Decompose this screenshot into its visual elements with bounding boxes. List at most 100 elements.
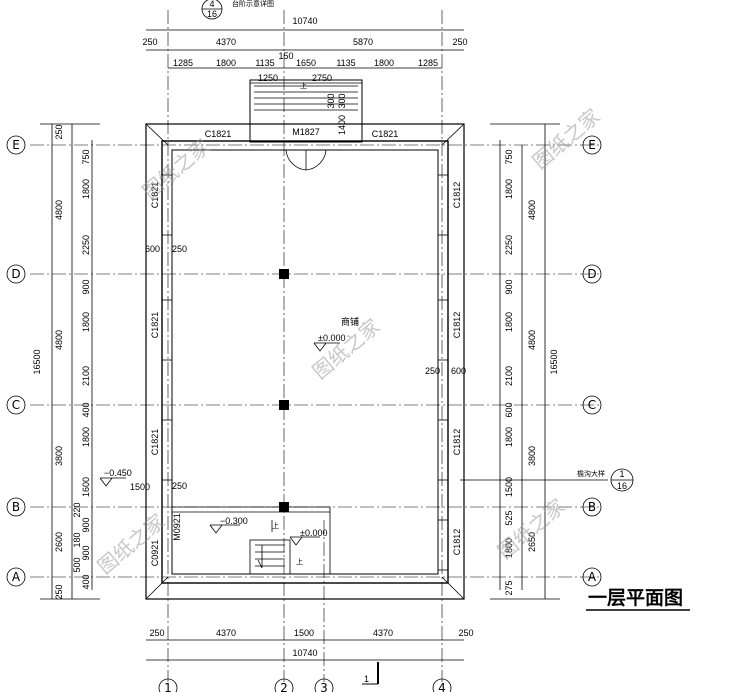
window-left-1: C1821 (150, 182, 160, 209)
drawing-title: 一层平面图 (588, 587, 683, 609)
dim-250a: 250 (172, 244, 187, 254)
dim-left-in-6: 400 (81, 402, 91, 417)
dim-left-mid-1: 4800 (54, 200, 64, 220)
dim-right-in-1: 1800 (504, 179, 514, 199)
door-m1827: M1827 (292, 127, 320, 137)
stair-room (172, 506, 331, 575)
dim-right-in-6: 600 (504, 402, 514, 417)
dim-right-in-11: 275 (504, 580, 514, 595)
window-right-3: C1812 (452, 429, 462, 456)
stair-up-label-2: 上 (296, 557, 303, 566)
axis-label-1: 1 (164, 681, 172, 692)
detail-ref-top (201, 0, 223, 20)
window-c1821-top-left: C1821 (205, 129, 232, 139)
section-mark (362, 662, 379, 685)
main-door (285, 149, 327, 171)
dim-right-in-4: 1800 (504, 312, 514, 332)
left-dimension-lines (40, 123, 100, 600)
dim-bot-3: 4370 (373, 628, 393, 638)
detail-top-num: 4 (209, 0, 214, 9)
dim-left-in-3: 900 (81, 279, 91, 294)
detail-top-tag: 台阶示意详图 (232, 0, 274, 8)
dim-left-in-8: 1600 (81, 477, 91, 497)
dim-top-r1-1: 4370 (216, 37, 236, 47)
dim-top-r3-2: 2750 (312, 73, 332, 83)
dim-left-in-9: 220 (72, 502, 82, 517)
axis-label-e-right: E (588, 138, 596, 152)
axis-label-3: 3 (320, 681, 328, 692)
dim-bot-total: 10740 (292, 648, 317, 658)
room-label: 商铺 (341, 316, 359, 327)
axis-label-a-left: A (12, 570, 21, 584)
elev-left: −0.450 (104, 468, 132, 478)
dim-left-mid-2: 4800 (54, 330, 64, 350)
dim-left-in-0: 750 (81, 149, 91, 164)
detail-ref-right (610, 468, 634, 492)
axis-label-c-left: C (12, 398, 20, 412)
dim-right-in-5: 2100 (504, 366, 514, 386)
dim-top-r2-0: 1285 (173, 58, 193, 68)
dim-porch-2: 1400 (337, 115, 347, 135)
dim-top-r2-3: 1650 (296, 58, 316, 68)
dim-porch-0: 300 (326, 93, 336, 108)
dim-left-in-4: 1800 (81, 312, 91, 332)
door-m0921: M0921 (172, 513, 182, 541)
elev-store: −0.300 (220, 516, 248, 526)
dim-bot-4: 250 (458, 628, 473, 638)
dim-right-mid-3: 2650 (527, 532, 537, 552)
axis-label-b-right: B (588, 500, 596, 514)
window-left-2: C1821 (150, 312, 160, 339)
dim-top-r3-0: 1250 (258, 73, 278, 83)
window-c0921: C0921 (150, 540, 160, 567)
top-dimension-lines (146, 29, 464, 84)
dim-left-mid-4: 2600 (54, 532, 64, 552)
dim-top-r3-1: 150 (278, 51, 293, 61)
window-marks (162, 140, 448, 571)
axis-label-d-right: D (587, 267, 596, 281)
dim-right-mid-2: 3800 (527, 446, 537, 466)
dim-top-r2-6: 1285 (418, 58, 438, 68)
dim-right-in-7: 1800 (504, 427, 514, 447)
dim-1500: 1500 (130, 482, 150, 492)
detail-top-den: 16 (207, 9, 217, 19)
dim-top-r1-3: 250 (452, 37, 467, 47)
window-right-1: C1812 (452, 182, 462, 209)
watermark-5: 图纸之家 (493, 494, 570, 564)
axis-label-e-left: E (12, 138, 20, 152)
axis-label-2: 2 (280, 681, 288, 692)
dim-left-in-1: 1800 (81, 179, 91, 199)
detail-right-tag: 檐沟大样 (577, 469, 605, 478)
dim-top-r2-5: 1800 (374, 58, 394, 68)
dim-left-in-14: 400 (81, 574, 91, 589)
dim-left-in-7: 1800 (81, 427, 91, 447)
dim-left-mid-5: 250 (54, 584, 64, 599)
window-right-4: C1812 (452, 529, 462, 556)
dim-right-mid-0: 4800 (527, 200, 537, 220)
entrance-porch (249, 79, 363, 143)
dim-left-in-2: 2250 (81, 235, 91, 255)
axis-bubbles-left (6, 135, 26, 587)
dim-right-in-3: 900 (504, 279, 514, 294)
dim-bot-0: 250 (149, 628, 164, 638)
porch-up-label: 上 (300, 81, 307, 90)
axis-label-4: 4 (438, 681, 446, 692)
dim-top-r2-4: 1135 (336, 58, 355, 68)
dim-bot-2: 1500 (294, 628, 314, 638)
axis-bubbles-bottom (158, 678, 452, 692)
axis-label-c-right: C (588, 398, 596, 412)
dim-left-in-13: 500 (72, 557, 82, 572)
axis-label-a-right: A (588, 570, 597, 584)
stair-up-label: 上 (272, 521, 279, 530)
dim-left-in-10: 900 (81, 517, 91, 532)
right-dimension-lines (490, 123, 560, 600)
dim-bot-1: 4370 (216, 628, 236, 638)
window-left-3: C1821 (150, 429, 160, 456)
dim-600b: 600 (451, 366, 466, 376)
dim-right-in-0: 750 (504, 149, 514, 164)
axis-label-b-left: B (12, 500, 20, 514)
dim-left-in-5: 2100 (81, 366, 91, 386)
dim-right-in-10: 1800 (504, 538, 514, 558)
dim-top-r2-1: 1800 (216, 58, 236, 68)
dim-left-total: 16500 (32, 349, 42, 374)
